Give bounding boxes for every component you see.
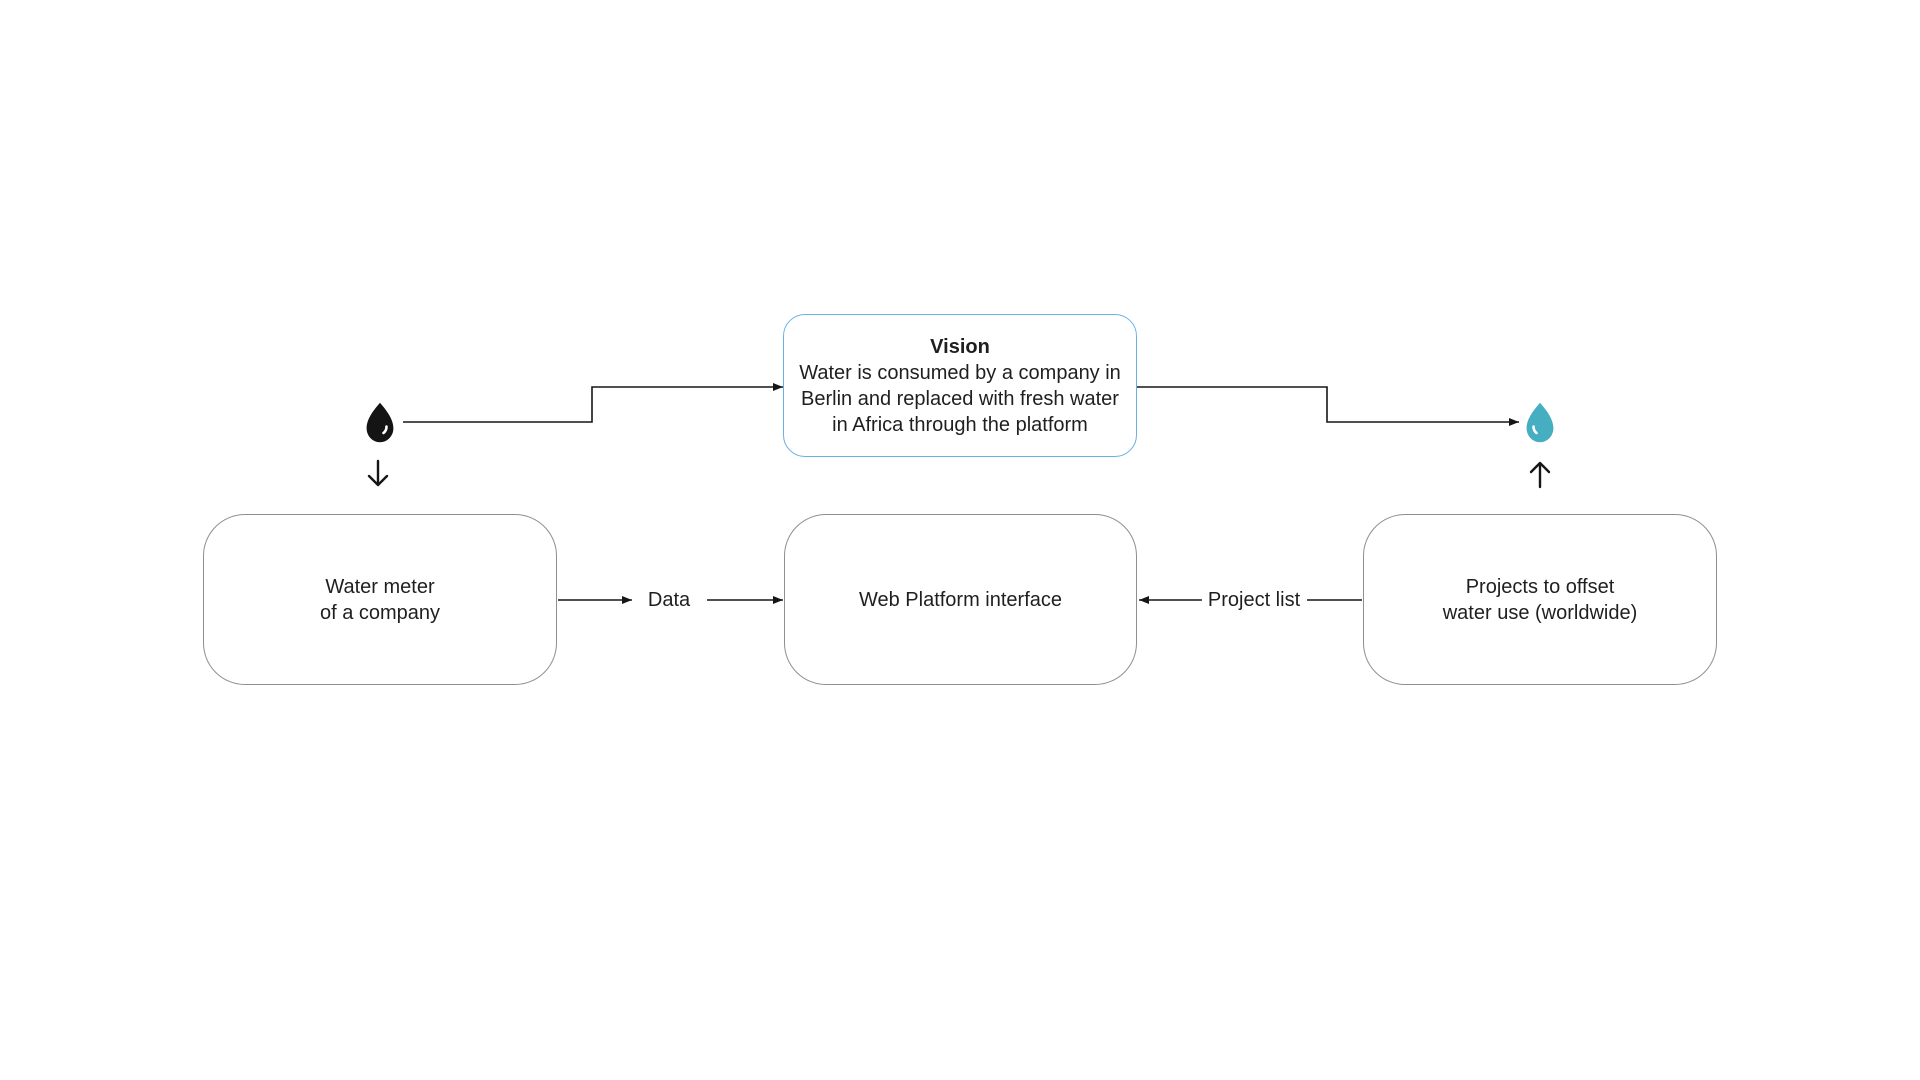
water-meter-box[interactable]: Water meter of a company bbox=[203, 514, 557, 685]
vision-title: Vision bbox=[930, 335, 990, 358]
project-list-edge-label: Project list bbox=[1201, 588, 1307, 612]
connector-vision-to-offset bbox=[1137, 386, 1519, 426]
vision-text-line: in Africa through the platform bbox=[832, 413, 1088, 436]
web-platform-box[interactable]: Web Platform interface bbox=[784, 514, 1137, 685]
web-platform-label: Web Platform interface bbox=[858, 588, 1063, 611]
water-drop-icon[interactable] bbox=[1526, 402, 1554, 443]
water-meter-label-line: of a company bbox=[319, 601, 441, 624]
arrow-up-icon bbox=[1529, 461, 1551, 489]
water-drop-icon[interactable] bbox=[366, 402, 394, 443]
vision-box[interactable]: Vision Water is consumed by a company in… bbox=[783, 314, 1137, 457]
arrow-down-icon bbox=[367, 459, 389, 487]
connector-company-to-vision bbox=[403, 383, 783, 423]
projects-label-line: water use (worldwide) bbox=[1442, 601, 1638, 624]
vision-text-line: Water is consumed by a company in bbox=[799, 361, 1121, 384]
water-meter-label-line: Water meter bbox=[325, 575, 435, 598]
projects-label-line: Projects to offset bbox=[1465, 575, 1615, 598]
vision-text-line: Berlin and replaced with fresh water bbox=[801, 387, 1119, 410]
data-edge-label: Data bbox=[641, 588, 697, 612]
projects-box[interactable]: Projects to offset water use (worldwide) bbox=[1363, 514, 1717, 685]
